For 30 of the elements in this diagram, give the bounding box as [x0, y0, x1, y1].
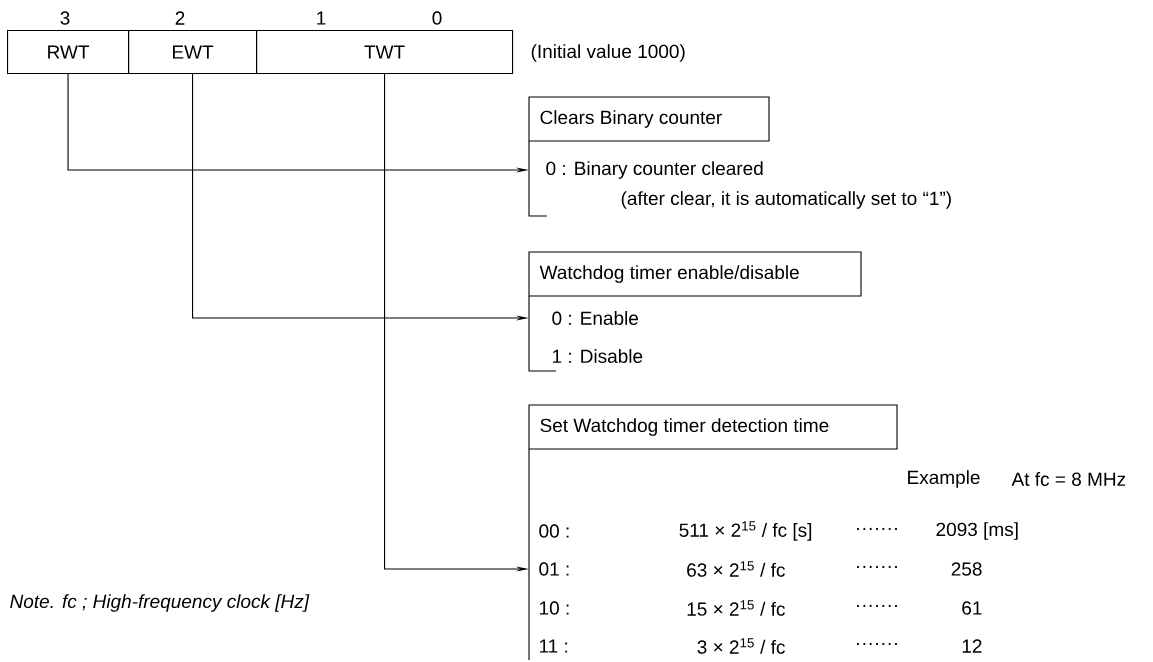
table-header: At fc = 8 MHz: [1011, 472, 1126, 486]
formula: 63 × 2$^{15}$ / fc: [687, 561, 785, 577]
formula: 3 × 2$^{15}$ / fc: [697, 638, 785, 654]
bit-number: 2: [175, 11, 185, 25]
heading-box: Set Watchdog timer detection time: [528, 404, 898, 450]
value: 61: [962, 601, 982, 615]
dot-leader: ·······: [857, 642, 897, 645]
dot-leader: ·······: [857, 604, 897, 607]
value: 2093 [ms]: [936, 522, 1018, 540]
formula: 15 × 2$^{15}$ / fc: [687, 600, 785, 616]
initial-value-note: (Initial value 1000): [531, 44, 685, 62]
row-code: 01 :: [539, 562, 569, 576]
note: Note. fc ; High-frequency clock [Hz]: [10, 594, 310, 612]
value: 258: [951, 562, 982, 576]
dot-leader: ·······: [857, 565, 897, 568]
register-cell: TWT: [256, 30, 514, 75]
option-text: 0 : Binary counter cleared: [546, 161, 763, 179]
formula: 511 × 2$^{15}$ / fc [s]: [679, 521, 812, 541]
row-code: 11 :: [540, 639, 568, 653]
heading-box: Watchdog timer enable/disable: [528, 251, 862, 297]
option-text: 1 : Disable: [553, 349, 643, 363]
option-text: (after clear, it is automatically set to “1”): [621, 191, 951, 209]
dot-leader: ·······: [857, 527, 897, 530]
register-cell: RWT: [7, 30, 130, 75]
row-code: 10 :: [540, 601, 569, 615]
row-code: 00 :: [539, 524, 569, 538]
value: 12: [962, 639, 982, 653]
heading-box: Clears Binary counter: [528, 96, 770, 142]
option-text: 0 : Enable: [552, 311, 638, 325]
register-cell: EWT: [128, 30, 258, 75]
